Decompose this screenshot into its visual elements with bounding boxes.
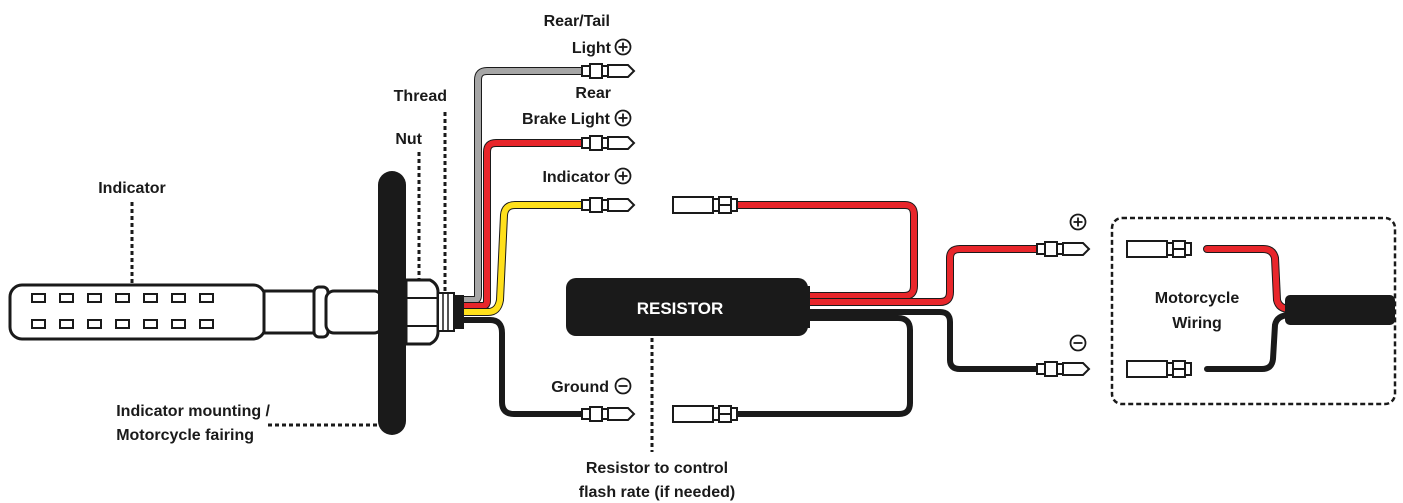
mc-black-female-connector xyxy=(1126,360,1192,378)
red-brake-wire xyxy=(460,140,585,309)
yellow-wire xyxy=(460,202,585,315)
indicator-label: Indicator xyxy=(98,180,166,197)
rear-tail-male-connector xyxy=(581,63,635,79)
thread-label: Thread xyxy=(394,88,447,105)
rear-tail-label-1: Rear/Tail xyxy=(544,13,610,30)
indicator-lens xyxy=(8,283,267,341)
indicator-plus-label: Indicator xyxy=(542,169,610,186)
wires xyxy=(459,67,1294,417)
resistor-note-label-1: Resistor to control xyxy=(586,460,728,477)
mounting-plate xyxy=(378,171,406,435)
rear-brake-plus-icon xyxy=(614,109,632,127)
resistor-note-label-2: flash rate (if needed) xyxy=(579,484,735,501)
ground-male-connector xyxy=(581,406,635,422)
resistor-red-female-connector xyxy=(672,196,738,214)
indicator xyxy=(8,283,384,341)
indicator-stem-ring-1 xyxy=(262,289,318,335)
mc-red-female-connector xyxy=(1126,240,1192,258)
black-minus-wire xyxy=(803,309,1040,372)
mc-red-wire xyxy=(1204,246,1293,312)
motorcycle-wiring-label-1: Motorcycle xyxy=(1155,290,1240,307)
indicator-plus-icon xyxy=(614,167,632,185)
mounting-label-2: Motorcycle fairing xyxy=(116,427,254,444)
ground-minus-icon xyxy=(614,377,632,395)
motorcycle-plug xyxy=(1285,295,1395,325)
rear-brake-male-connector xyxy=(581,135,635,151)
output-plus-icon xyxy=(1069,213,1087,231)
rear-brake-label-2: Brake Light xyxy=(522,111,611,128)
rear-tail-plus-icon xyxy=(614,38,632,56)
rear-brake-label-1: Rear xyxy=(575,85,611,102)
indicator-stem xyxy=(324,289,384,335)
resistor: RESISTOR xyxy=(566,278,810,336)
minus-male-connector xyxy=(1036,361,1090,377)
nut xyxy=(404,278,440,346)
indicator-male-connector xyxy=(581,197,635,213)
grey-wire xyxy=(460,68,585,303)
indicator-leds xyxy=(31,293,214,329)
rear-tail-label-2: Light xyxy=(572,40,612,57)
nut-label: Nut xyxy=(395,131,422,148)
resistor-black-loop xyxy=(734,315,913,417)
red-plus-wire xyxy=(803,246,1040,305)
output-minus-icon xyxy=(1069,334,1087,352)
thread xyxy=(437,292,464,332)
resistor-red-loop xyxy=(734,202,917,299)
mounting-label-1: Indicator mounting / xyxy=(116,403,270,420)
mc-black-wire xyxy=(1204,312,1293,372)
motorcycle-wiring-box xyxy=(1110,216,1397,406)
plus-male-connector xyxy=(1036,241,1090,257)
motorcycle-wiring-label-2: Wiring xyxy=(1172,315,1222,332)
ground-label: Ground xyxy=(551,379,609,396)
resistor-black-female-connector xyxy=(672,405,738,423)
resistor-label: RESISTOR xyxy=(637,299,724,318)
black-ground-wire xyxy=(460,317,585,417)
